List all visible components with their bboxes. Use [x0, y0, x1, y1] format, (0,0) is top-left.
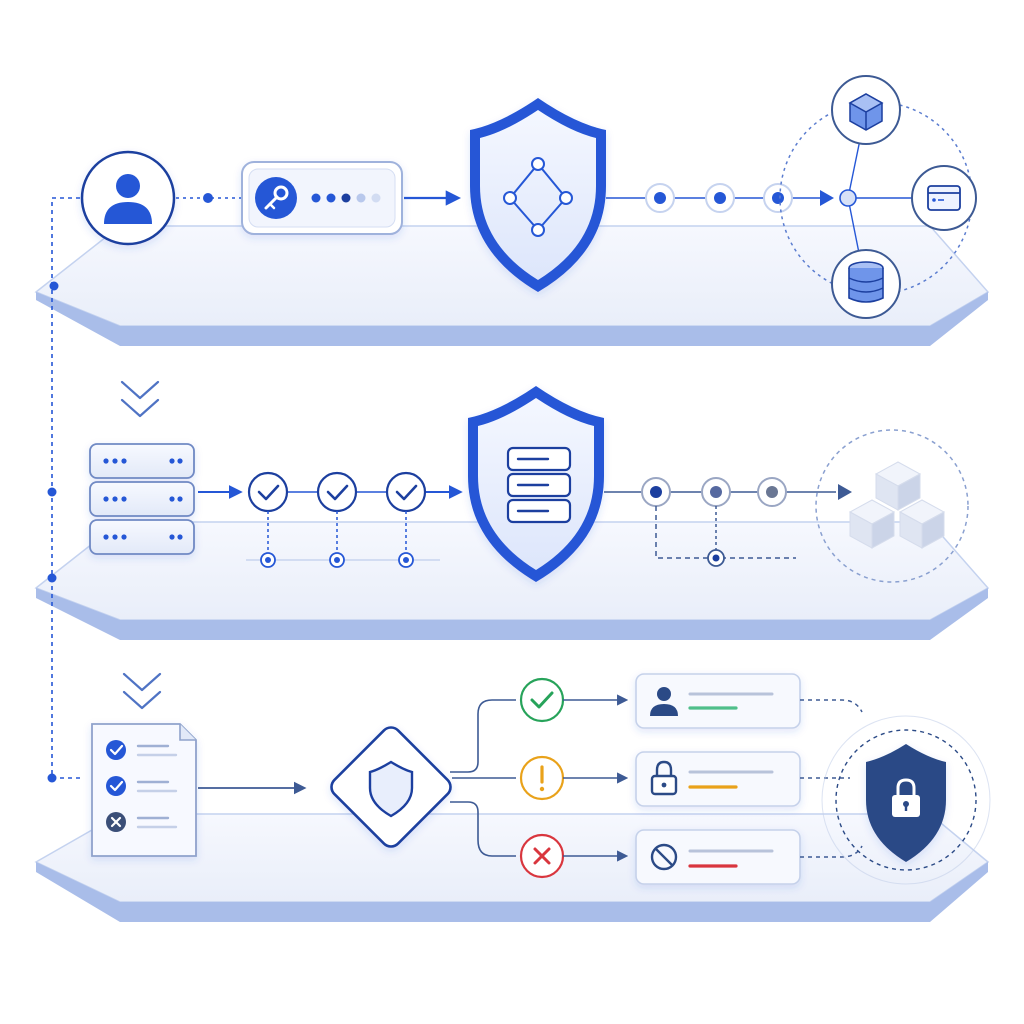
exclamation-icon: [539, 765, 545, 792]
cube-icon: [848, 93, 884, 131]
relay-node: [645, 183, 675, 213]
pin-dots: [311, 193, 381, 203]
key-icon: [255, 177, 297, 219]
blocks-orbit: [815, 429, 969, 583]
status-allow: [519, 677, 565, 723]
database-icon: [848, 261, 884, 303]
user-icon: [104, 174, 152, 224]
left-spine-connector: [47, 197, 80, 783]
relay-node: [763, 183, 793, 213]
check-drop-connectors: [246, 511, 440, 568]
shield-lock-icon: [866, 744, 946, 862]
chevron-down-icon: [122, 672, 162, 710]
user-icon: [650, 687, 678, 716]
app-window-icon: [927, 185, 961, 211]
node-icon: [757, 477, 787, 507]
hub-icon: [839, 189, 857, 207]
gateway-shield-1: [470, 98, 606, 292]
check-icon: [530, 691, 554, 709]
lock-icon: [650, 760, 678, 796]
node-icon: [641, 477, 671, 507]
outcome-card-warn: [635, 751, 801, 807]
checklist-item: [106, 812, 178, 832]
x-icon: [533, 847, 551, 865]
chevron-down-icon: [120, 380, 160, 418]
decision-branches: [450, 699, 516, 857]
check-circle-icon: [385, 471, 427, 513]
shield-server-icon: [506, 446, 572, 524]
server-stack-icon: [89, 443, 195, 555]
shield-diamond-icon: [368, 760, 414, 818]
platform-layer-2: [34, 521, 990, 640]
platform-layer-1: [34, 225, 990, 346]
user-to-credential-connector: [176, 193, 242, 203]
server-status-dots: [103, 458, 183, 540]
cube-cluster-icon: [848, 461, 946, 549]
outcome-card-allow: [635, 673, 801, 729]
check-circle-icon: [247, 471, 289, 513]
checklist-item: [106, 740, 178, 760]
vault-orbit: [821, 715, 991, 885]
relay-drop-connectors: [655, 506, 796, 567]
checklist-item: [106, 776, 178, 796]
shield-network-icon: [503, 157, 573, 237]
outcome-card-deny: [635, 829, 801, 885]
block-icon: [650, 843, 678, 871]
relay-node: [705, 183, 735, 213]
node-icon: [701, 477, 731, 507]
check-circle-icon: [316, 471, 358, 513]
